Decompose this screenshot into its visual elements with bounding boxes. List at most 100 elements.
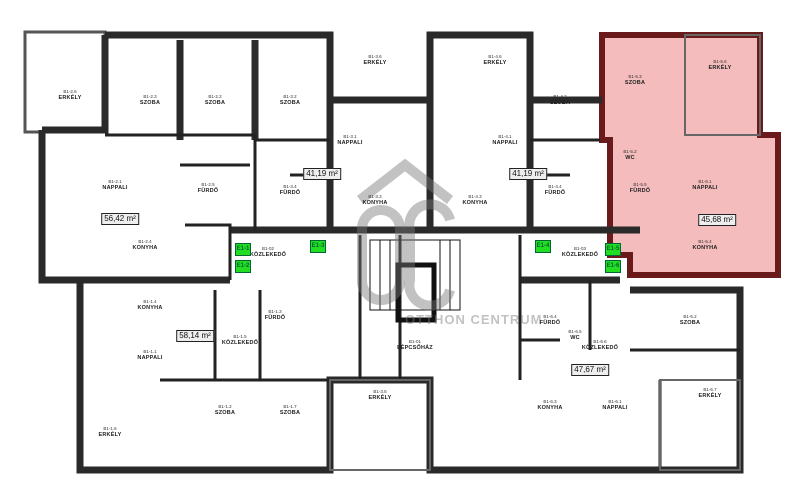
balcony-rails	[329, 34, 761, 471]
room-id: B1-3.4	[283, 184, 297, 189]
stair	[369, 239, 461, 323]
room-name: FÜRDŐ	[264, 315, 286, 321]
room-name: KÖZLEKEDŐ	[561, 252, 599, 258]
room-id: B1-4.1	[498, 134, 512, 139]
room-name: FÜRDŐ	[629, 188, 651, 194]
room-name: LÉPCSŐHÁZ	[397, 345, 433, 351]
room-id: B1-6.6	[593, 339, 607, 344]
apartment-area-label: 45,68 m²	[698, 214, 736, 226]
room-name: KONYHA	[137, 305, 163, 311]
room-name: SZOBA	[679, 320, 701, 326]
room-name: KONYHA	[132, 245, 158, 251]
elevator-marker: E1-3	[310, 240, 326, 253]
room-id: B1-1.3	[268, 309, 282, 314]
apartment-area-label: 41,19 m²	[509, 168, 547, 180]
room-id: B1-3.1	[343, 134, 357, 139]
elevator-marker: E1-5	[605, 243, 621, 256]
room-id: B1-1.4	[143, 299, 157, 304]
room-id: B1-1.2	[218, 404, 232, 409]
room-id: B1-4.4	[548, 184, 562, 189]
elevator-marker: E1-4	[535, 240, 551, 253]
room-id: B1-6.2	[683, 314, 697, 319]
elevator-marker: E1-2	[235, 260, 251, 273]
watermark-text: OTTHON CENTRUM	[405, 312, 543, 327]
room-id: B1-3.3	[368, 194, 382, 199]
room-name: SZOBA	[279, 100, 301, 106]
room-id: B1-01	[408, 339, 421, 344]
room-id: B1-6.5	[568, 329, 582, 334]
elevator-marker: E1-1	[235, 243, 251, 256]
room-id: B1-5.2	[623, 149, 637, 154]
room-name: ERKÉLY	[483, 60, 507, 66]
room-id: B1-2.5	[201, 182, 215, 187]
room-name: SZOBA	[139, 100, 161, 106]
room-id: B1-5.4	[698, 239, 712, 244]
room-id: B1-6.3	[543, 399, 557, 404]
room-name: KÖZLEKEDŐ	[581, 345, 619, 351]
apartment-area-label: 58,14 m²	[176, 330, 214, 342]
room-id: B1-6.7	[703, 387, 717, 392]
elevator-marker: E1-6	[605, 260, 621, 273]
room-name: KONYHA	[537, 405, 563, 411]
room-name: FÜRDŐ	[279, 190, 301, 196]
room-name: ERKÉLY	[58, 95, 82, 101]
room-id: B1-5.6	[713, 59, 727, 64]
room-id: B1-03	[573, 246, 587, 251]
balcony-left	[23, 30, 107, 134]
apartment-area-label: 47,67 m²	[571, 364, 609, 376]
room-name: SZOBA	[279, 410, 301, 416]
room-name: FÜRDŐ	[539, 320, 561, 326]
room-id: B1-1.5	[233, 334, 247, 339]
apartment-area-label: 56,42 m²	[101, 213, 139, 225]
room-name: SZOBA	[214, 410, 236, 416]
room-name: ERKÉLY	[98, 432, 122, 438]
room-name: ERKÉLY	[363, 60, 387, 66]
room-id: B1-4.2	[553, 94, 567, 99]
room-id: B1-5.3	[628, 74, 642, 79]
room-name: KONYHA	[692, 245, 718, 251]
room-id: B1-3.5	[373, 389, 387, 394]
room-name: NAPPALI	[602, 405, 628, 411]
room-name: NAPPALI	[492, 140, 518, 146]
room-id: B1-5.1	[698, 179, 712, 184]
room-id: B1-4.3	[468, 194, 482, 199]
room-name: SZOBA	[204, 100, 226, 106]
room-id: B1-2.3	[143, 94, 157, 99]
room-name: KONYHA	[462, 200, 488, 206]
room-id: B1-3.2	[283, 94, 297, 99]
room-id: B1-6.1	[608, 399, 622, 404]
room-name: NAPPALI	[102, 185, 128, 191]
room-name: WC	[625, 155, 635, 161]
